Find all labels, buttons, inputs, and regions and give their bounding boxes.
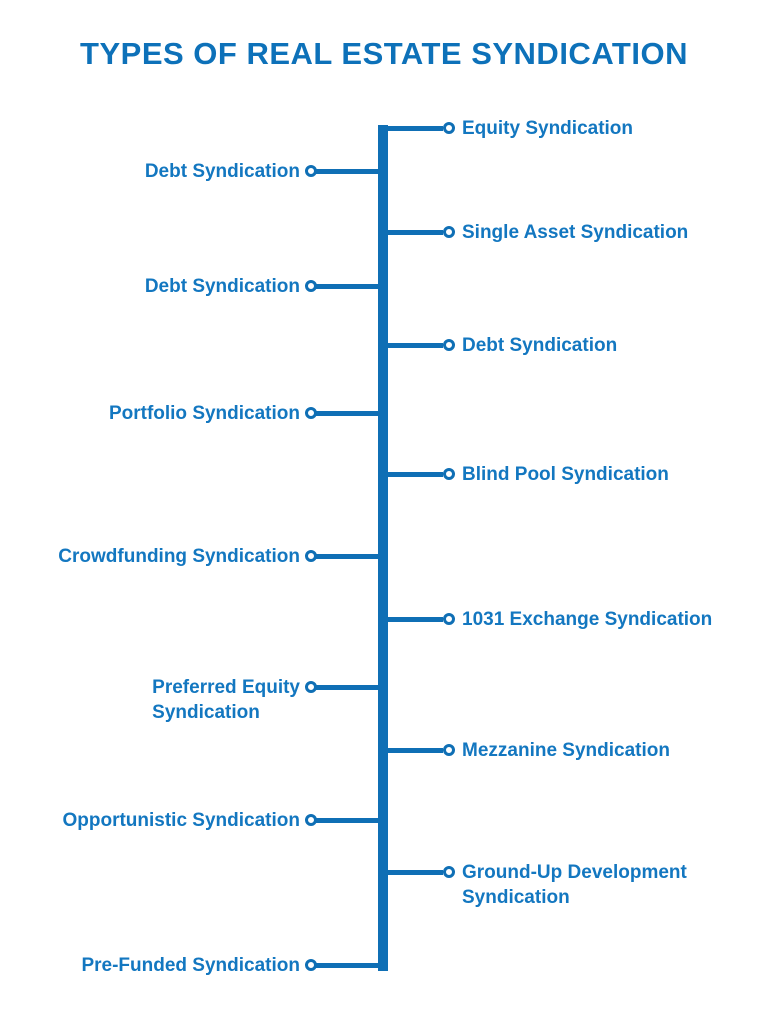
node-dot-icon [443,866,455,878]
page-title: TYPES OF REAL ESTATE SYNDICATION [80,36,688,71]
node-dot-icon [305,959,317,971]
spine [378,125,388,971]
branch-label: Debt Syndication [144,275,300,297]
branch-line [386,125,443,131]
node-dot-icon [305,550,317,562]
branch-line [316,168,384,174]
node-dot-icon [443,468,455,480]
branch-line [386,747,443,753]
branch-label: Equity Syndication [462,117,634,139]
branch-line [316,684,384,690]
node-dot-icon [305,407,317,419]
node-dot-icon [305,165,317,177]
branch-line [316,817,384,823]
node-dot-icon [443,122,455,134]
branch-line [316,283,384,289]
branch-line [316,553,384,559]
node-dot-icon [443,226,455,238]
branch-label: Preferred Equity Syndication [152,676,300,723]
branch-line [386,616,443,622]
branch-line [316,410,384,416]
branch-line [386,229,443,235]
branch-label: Debt Syndication [144,160,300,182]
branch-line [316,962,384,968]
node-dot-icon [305,681,317,693]
branch-label: Blind Pool Syndication [462,463,669,485]
node-dot-icon [443,744,455,756]
branch-line [386,342,443,348]
branch-label: Ground-Up Development Syndication [462,861,687,908]
node-dot-icon [443,339,455,351]
node-dot-icon [305,814,317,826]
branch-label: Opportunistic Syndication [62,809,300,831]
branch-label: Crowdfunding Syndication [58,545,300,567]
branch-label: Debt Syndication [462,334,618,356]
branch-line [386,471,443,477]
branch-label: Mezzanine Syndication [462,739,670,761]
branch-label: Pre-Funded Syndication [81,954,300,976]
branch-label: Portfolio Syndication [108,402,300,424]
node-dot-icon [443,613,455,625]
branch-line [386,869,443,875]
node-dot-icon [305,280,317,292]
branch-label: 1031 Exchange Syndication [462,608,713,630]
branch-label: Single Asset Syndication [462,221,689,243]
